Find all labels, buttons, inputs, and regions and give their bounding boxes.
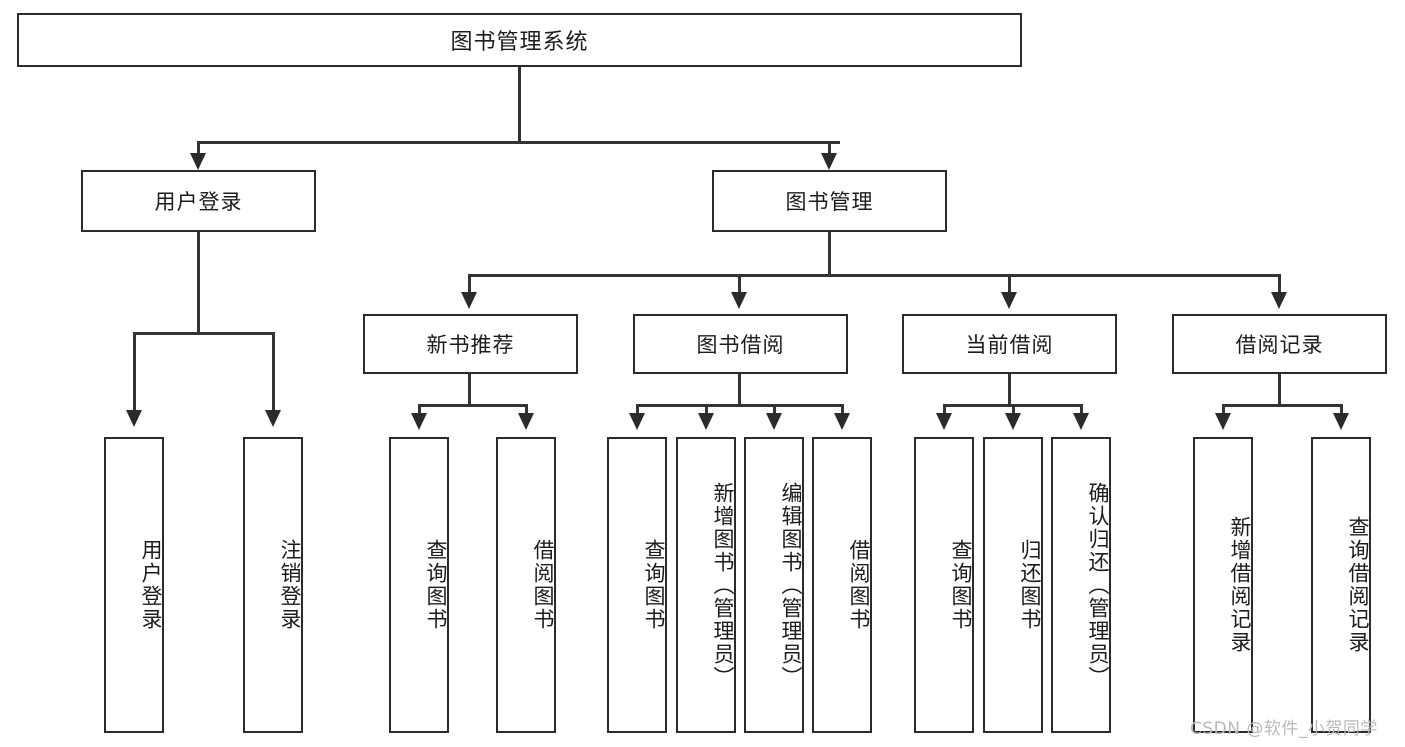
arrow-to-leaf-return-book (1005, 413, 1021, 430)
arrow-to-leaf-borrow-book-2 (834, 413, 850, 430)
node-new-book-recommend[interactable]: 新书推荐 (363, 314, 578, 374)
node-label: 编辑图书（管理员） (779, 481, 803, 689)
connector-borrow-record-drop-1 (1222, 404, 1225, 420)
connector-borrow-record-drop-2 (1340, 404, 1343, 420)
connector-user-login-bus (133, 332, 275, 335)
connector-user-login-stem (197, 232, 200, 334)
connector-new-book-stem (468, 374, 471, 406)
arrow-to-leaf-logout-login (265, 410, 281, 427)
arrow-to-leaf-edit-book (766, 413, 782, 430)
leaf-borrow-book-2[interactable]: 借阅图书 (812, 437, 872, 733)
connector-level2-drop-3 (1008, 274, 1011, 302)
connector-current-borrow-drop-3 (1080, 404, 1083, 420)
arrow-to-leaf-add-record (1215, 413, 1231, 430)
node-label: 查询图书 (642, 539, 666, 631)
node-root-book-management-system[interactable]: 图书管理系统 (17, 13, 1022, 67)
leaf-add-book[interactable]: 新增图书（管理员） (676, 437, 736, 733)
leaf-add-record[interactable]: 新增借阅记录 (1193, 437, 1253, 733)
arrow-to-borrow-record (1271, 292, 1287, 309)
connector-level2-drop-2 (738, 274, 741, 302)
node-label: 图书管理系统 (450, 30, 589, 55)
node-label: 新增借阅记录 (1228, 516, 1252, 654)
node-book-management[interactable]: 图书管理 (712, 170, 947, 232)
node-label: 新书推荐 (426, 333, 515, 357)
node-book-borrow[interactable]: 图书借阅 (633, 314, 848, 374)
arrow-to-new-book-recommend (461, 292, 477, 309)
node-label: 查询图书 (949, 539, 973, 631)
connector-new-book-drop-2 (525, 404, 528, 420)
arrow-to-leaf-query-book-3 (936, 413, 952, 430)
connector-current-borrow-drop-2 (1012, 404, 1015, 420)
connector-current-borrow-drop-1 (943, 404, 946, 420)
arrow-to-leaf-confirm-return (1073, 413, 1089, 430)
leaf-return-book[interactable]: 归还图书 (983, 437, 1043, 733)
leaf-query-book-3[interactable]: 查询图书 (914, 437, 974, 733)
connector-new-book-bus (418, 404, 528, 407)
node-label: 查询图书 (424, 539, 448, 631)
arrow-to-leaf-query-book-2 (629, 413, 645, 430)
node-label: 注销登录 (278, 539, 302, 631)
node-label: 借阅图书 (847, 539, 871, 631)
connector-level2-bus (468, 274, 1280, 277)
node-user-login[interactable]: 用户登录 (81, 170, 316, 232)
connector-user-login-drop-1 (133, 332, 136, 420)
arrow-to-leaf-query-book-1 (411, 413, 427, 430)
node-current-borrow[interactable]: 当前借阅 (902, 314, 1117, 374)
node-label: 图书借阅 (696, 333, 785, 357)
arrow-to-leaf-add-book (698, 413, 714, 430)
connector-borrow-record-stem (1278, 374, 1281, 406)
leaf-logout-login[interactable]: 注销登录 (243, 437, 303, 733)
leaf-edit-book[interactable]: 编辑图书（管理员） (744, 437, 804, 733)
node-label: 借阅记录 (1235, 333, 1324, 357)
leaf-user-login[interactable]: 用户登录 (104, 437, 164, 733)
node-label: 图书管理 (785, 190, 874, 214)
node-label: 确认归还（管理员） (1086, 481, 1110, 689)
node-label: 查询借阅记录 (1346, 516, 1370, 654)
connector-level1-bus (197, 141, 840, 144)
arrow-to-user-login (190, 153, 206, 170)
leaf-query-book-1[interactable]: 查询图书 (389, 437, 449, 733)
connector-book-management-stem (828, 232, 831, 276)
connector-borrow-record-bus (1222, 404, 1342, 407)
leaf-query-book-2[interactable]: 查询图书 (607, 437, 667, 733)
arrow-to-leaf-query-record (1333, 413, 1349, 430)
node-label: 新增图书（管理员） (711, 481, 735, 689)
connector-book-borrow-drop-1 (636, 404, 639, 420)
leaf-query-record[interactable]: 查询借阅记录 (1311, 437, 1371, 733)
connector-level2-drop-1 (468, 274, 471, 302)
node-label: 用户登录 (154, 190, 243, 214)
connector-level2-drop-4 (1278, 274, 1281, 302)
node-label: 借阅图书 (531, 539, 555, 631)
node-label: 用户登录 (139, 539, 163, 631)
node-label: 归还图书 (1018, 539, 1042, 631)
leaf-borrow-book-1[interactable]: 借阅图书 (496, 437, 556, 733)
arrow-to-leaf-user-login (126, 410, 142, 427)
connector-root-stem (518, 67, 521, 143)
connector-current-borrow-stem (1008, 374, 1011, 406)
connector-new-book-drop-1 (418, 404, 421, 420)
leaf-confirm-return[interactable]: 确认归还（管理员） (1051, 437, 1111, 733)
connector-book-borrow-bus (636, 404, 844, 407)
connector-book-borrow-drop-2 (705, 404, 708, 420)
arrow-to-leaf-borrow-book-1 (518, 413, 534, 430)
connector-book-borrow-stem (738, 374, 741, 406)
node-label: 当前借阅 (965, 333, 1054, 357)
connector-user-login-drop-2 (272, 332, 275, 420)
arrow-to-book-borrow (731, 292, 747, 309)
arrow-to-current-borrow (1001, 292, 1017, 309)
connector-book-borrow-drop-4 (841, 404, 844, 420)
connector-book-borrow-drop-3 (773, 404, 776, 420)
node-borrow-record[interactable]: 借阅记录 (1172, 314, 1387, 374)
arrow-to-book-management (821, 153, 837, 170)
